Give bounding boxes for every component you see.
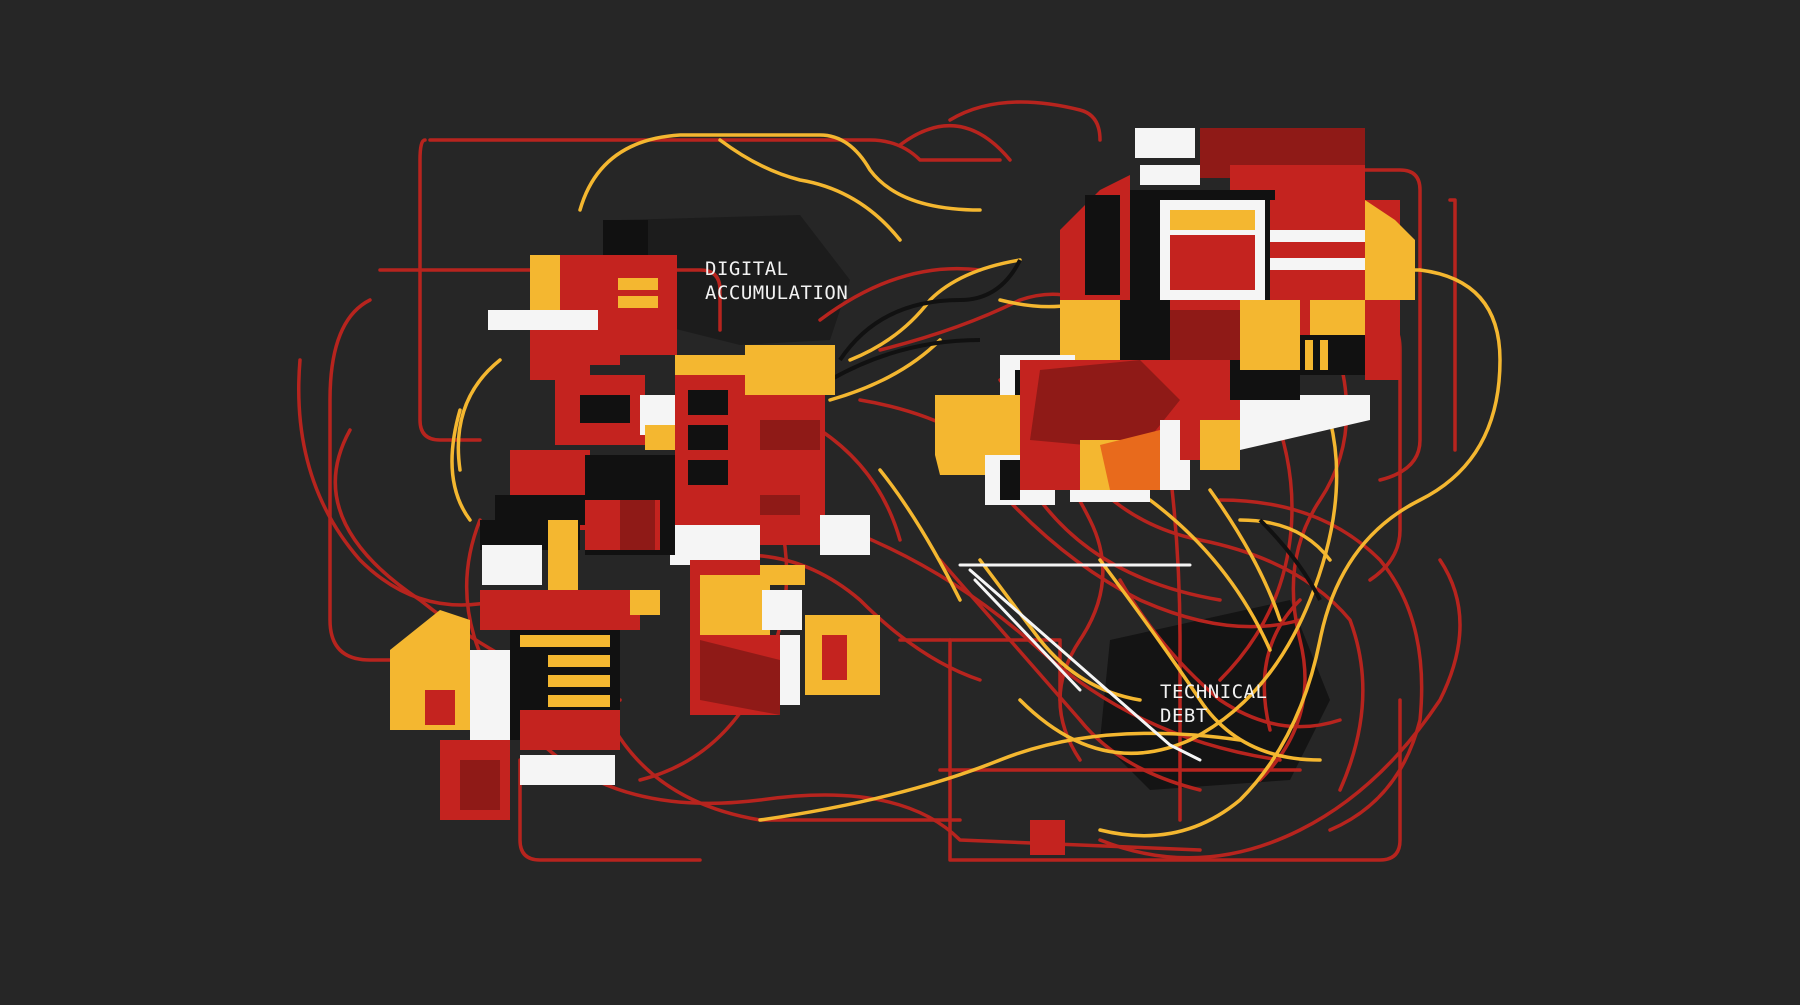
white-wires	[958, 563, 1202, 762]
black-wires	[829, 259, 1322, 601]
digital-label-line2: ACCUMULATION	[705, 282, 849, 304]
digital-label-line1: DIGITAL	[705, 258, 789, 280]
right-cluster	[935, 128, 1415, 855]
debt-label-line2: DEBT	[1160, 705, 1208, 727]
digital-accumulation-label: DIGITAL ACCUMULATION	[705, 257, 848, 305]
yellow-wires	[450, 133, 1502, 838]
debt-label-line1: TECHNICAL	[1160, 681, 1268, 703]
technical-debt-label: TECHNICAL DEBT	[1160, 680, 1267, 728]
left-cluster	[390, 220, 880, 820]
dark-shape-top	[620, 215, 850, 345]
